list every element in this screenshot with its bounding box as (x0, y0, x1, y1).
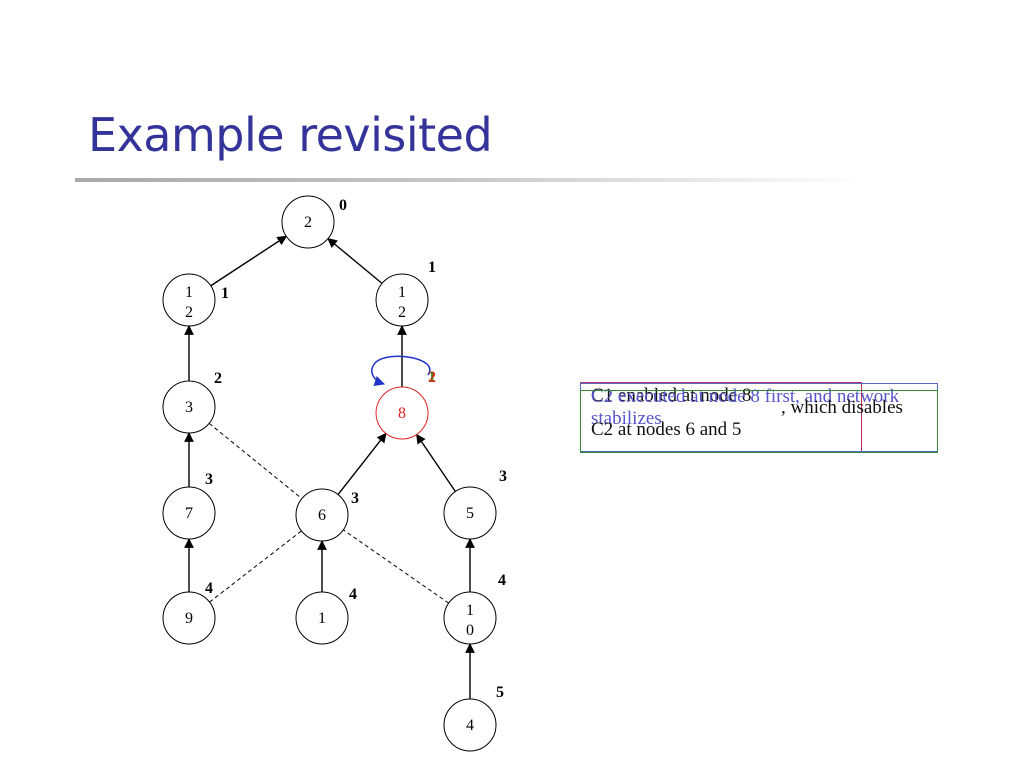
node-circle (375, 386, 429, 440)
node-circle (295, 488, 349, 542)
level-label-n7: 3 (205, 471, 213, 488)
edges-layer (184, 235, 475, 699)
node-n7: 7 (162, 486, 216, 540)
edge-dashed-n9-n6 (209, 530, 302, 603)
level-label-n6: 3 (351, 490, 359, 507)
level-label-root: 0 (339, 197, 347, 214)
edge-arrow-n5-n8 (416, 433, 456, 492)
node-n5: 5 (443, 486, 497, 540)
node-n3: 3 (162, 380, 216, 434)
node-label: 1 (318, 610, 326, 627)
edge-arrow-n12a-root (210, 235, 288, 287)
slide-title: Example revisited (88, 108, 493, 162)
node-n6: 6 (295, 488, 349, 542)
title-divider (75, 178, 865, 182)
node-circle (443, 591, 497, 645)
node-label: 8 (398, 405, 406, 422)
level-label-n5: 3 (499, 468, 507, 485)
node-circle (295, 591, 349, 645)
note-text: C2 executed at node 8 first, and network… (591, 386, 900, 429)
note-text: , which disables C2 at nodes 6 and 5 (591, 397, 903, 440)
level-label-n10: 4 (498, 572, 506, 589)
node-label: 9 (185, 610, 193, 627)
note-box-3: , which disables C2 at nodes 6 and 5 (580, 390, 938, 453)
node-circle (281, 195, 335, 249)
node-label: 7 (185, 505, 193, 522)
node-circle (443, 486, 497, 540)
note-box-2: C2 executed at node 8 first, and network… (580, 383, 938, 452)
level-label-n8: 12 (428, 369, 436, 386)
node-circle (443, 698, 497, 752)
node-n1: 1 (295, 591, 349, 645)
level-label-n4: 5 (496, 684, 504, 701)
edge-arrow-n6-n8 (337, 432, 387, 495)
level-label-n3: 2 (214, 370, 222, 387)
node-label: 2 (304, 214, 312, 231)
level-label-n12b: 1 (428, 259, 436, 276)
edge-dashed-n3-n6 (208, 423, 303, 499)
node-label: 3 (185, 399, 193, 416)
node-n8: 8 (375, 386, 429, 440)
node-root: 2 (281, 195, 335, 249)
node-circle (162, 486, 216, 540)
level-label-n12a: 1 (221, 285, 229, 302)
node-circle (162, 273, 216, 327)
node-circle (375, 273, 429, 327)
level-label-n1: 4 (349, 586, 357, 603)
node-n4: 4 (443, 698, 497, 752)
self-loop-arrow (371, 355, 431, 386)
node-circle (162, 380, 216, 434)
node-label: 4 (466, 717, 474, 734)
edge-dashed-n10-n6 (343, 529, 449, 604)
node-label: 6 (318, 507, 326, 524)
node-circle (162, 591, 216, 645)
node-n9: 9 (162, 591, 216, 645)
level-label-n9: 4 (205, 580, 213, 597)
edge-arrow-n12b-root (327, 237, 383, 284)
node-label: 5 (466, 505, 474, 522)
